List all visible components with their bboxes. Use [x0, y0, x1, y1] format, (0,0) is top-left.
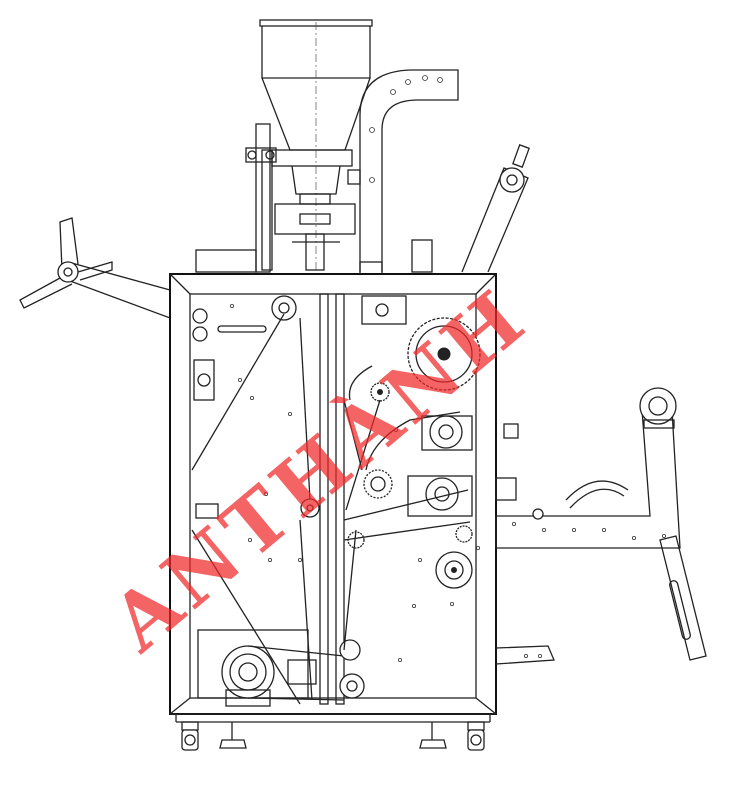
upper-tension-arm — [411, 144, 530, 273]
left-unwind-arm — [19, 217, 171, 319]
gear-train — [339, 295, 481, 699]
right-film-roll-arm — [495, 387, 707, 665]
feet-and-casters — [181, 721, 485, 751]
motor-assembly — [197, 629, 345, 707]
curved-film-arm — [347, 69, 459, 275]
left-panel-details — [191, 295, 320, 705]
guide-rod — [195, 123, 277, 273]
hopper — [259, 19, 373, 271]
